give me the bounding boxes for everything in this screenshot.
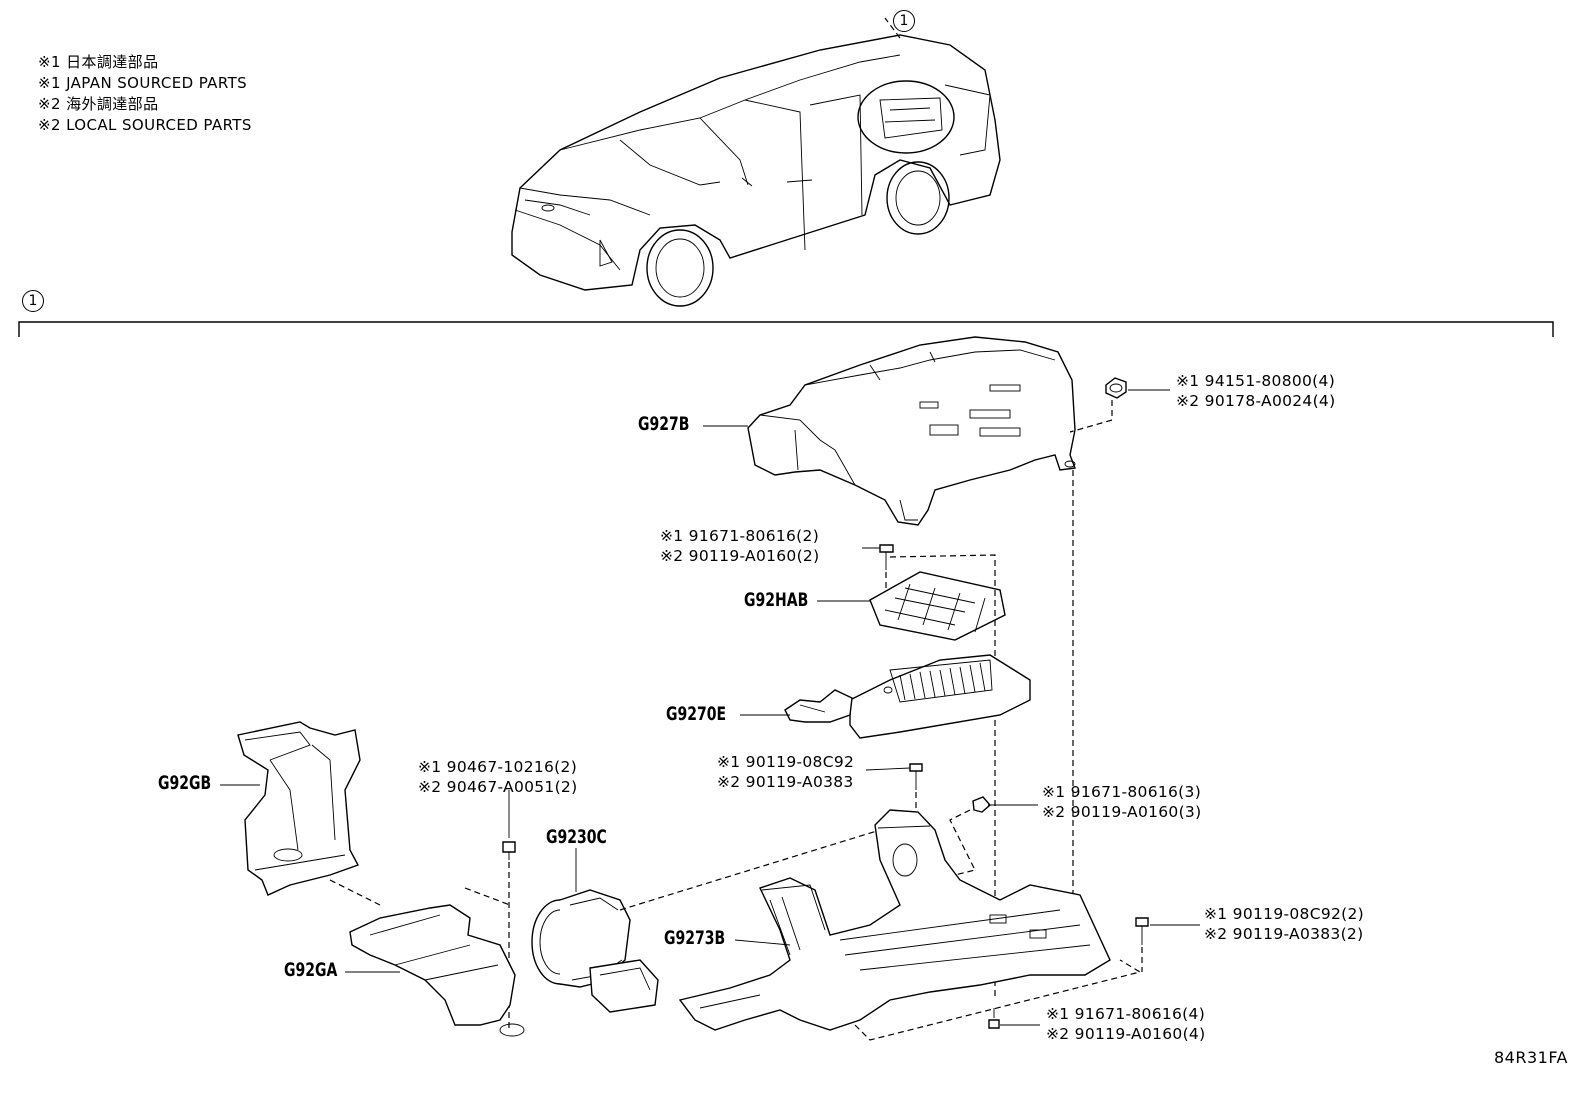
g9273b-bracket-drawing — [678, 809, 1142, 1041]
g92hab-lid-drawing — [869, 554, 1006, 1000]
pn-clip-left: ※1 90467-10216(2) ※2 90467-A0051(2) — [418, 757, 577, 797]
bolt-right-mid-drawing — [934, 796, 1038, 881]
label-g9230c: G9230C — [546, 826, 607, 848]
legend-line-4: ※2 LOCAL SOURCED PARTS — [38, 116, 252, 134]
pn-bolt-right-mid-2: ※2 90119-A0160(3) — [1042, 803, 1202, 821]
g9230c-blower-drawing — [531, 829, 881, 1013]
pn-bolt-right-mid-1: ※1 91671-80616(3) — [1042, 783, 1202, 801]
label-g9270e: G9270E — [666, 703, 727, 725]
pn-bolt-mid: ※1 90119-08C92 ※2 90119-A0383 — [717, 752, 854, 792]
section-number: 1 — [22, 290, 44, 312]
pn-nut-top-2: ※2 90178-A0024(4) — [1176, 392, 1336, 410]
pn-bolt-right-low: ※1 90119-08C92(2) ※2 90119-A0383(2) — [1204, 904, 1364, 944]
pn-bolt-upper-1: ※1 91671-80616(2) — [660, 527, 820, 545]
pn-clip-left-1: ※1 90467-10216(2) — [418, 758, 578, 776]
g927b-cover-drawing — [747, 336, 1076, 526]
label-g92hab: G92HAB — [744, 589, 809, 611]
label-g9273b: G9273B — [664, 927, 726, 949]
pn-bolt-right-mid: ※1 91671-80616(3) ※2 90119-A0160(3) — [1042, 782, 1201, 822]
g92ga-duct-drawing — [349, 887, 525, 1037]
leader-lines — [220, 389, 1200, 1026]
pn-nut-top: ※1 94151-80800(4) ※2 90178-A0024(4) — [1176, 371, 1335, 411]
pn-nut-top-1: ※1 94151-80800(4) — [1176, 372, 1336, 390]
g92gb-duct-drawing — [237, 721, 381, 906]
label-g92ga: G92GA — [284, 959, 338, 981]
g9270e-ecu-drawing — [784, 654, 1031, 739]
nut-top-drawing — [1069, 377, 1127, 960]
bolt-mid-drawing — [909, 763, 923, 812]
pn-bolt-right-low-1: ※1 90119-08C92(2) — [1204, 905, 1365, 923]
pn-bolt-upper-2: ※2 90119-A0160(2) — [660, 547, 820, 565]
label-g92gb: G92GB — [158, 772, 212, 794]
legend-line-1: ※1 日本調達部品 — [38, 53, 159, 71]
bolt-bottom-drawing — [988, 1008, 1000, 1029]
pn-bolt-mid-2: ※2 90119-A0383 — [717, 773, 854, 791]
pn-bolt-upper: ※1 91671-80616(2) ※2 90119-A0160(2) — [660, 526, 819, 566]
sourcing-legend: ※1 日本調達部品 ※1 JAPAN SOURCED PARTS ※2 海外調達… — [38, 52, 252, 136]
pn-bolt-mid-1: ※1 90119-08C92 — [717, 753, 855, 771]
diagram-code: 84R31FA — [1493, 1048, 1568, 1067]
label-g927b: G927B — [638, 413, 690, 435]
legend-line-2: ※1 JAPAN SOURCED PARTS — [38, 74, 248, 92]
section-bracket — [18, 321, 1554, 337]
vehicle-illustration — [511, 17, 1001, 307]
vehicle-callout-number: 1 — [893, 10, 915, 32]
pn-bolt-bottom-1: ※1 91671-80616(4) — [1046, 1005, 1206, 1023]
pn-bolt-right-low-2: ※2 90119-A0383(2) — [1204, 925, 1364, 943]
pn-bolt-bottom: ※1 91671-80616(4) ※2 90119-A0160(4) — [1046, 1004, 1205, 1044]
pn-clip-left-2: ※2 90467-A0051(2) — [418, 778, 578, 796]
pn-bolt-bottom-2: ※2 90119-A0160(4) — [1046, 1025, 1206, 1043]
bolt-right-low-drawing — [1135, 917, 1149, 972]
legend-line-3: ※2 海外調達部品 — [38, 95, 159, 113]
